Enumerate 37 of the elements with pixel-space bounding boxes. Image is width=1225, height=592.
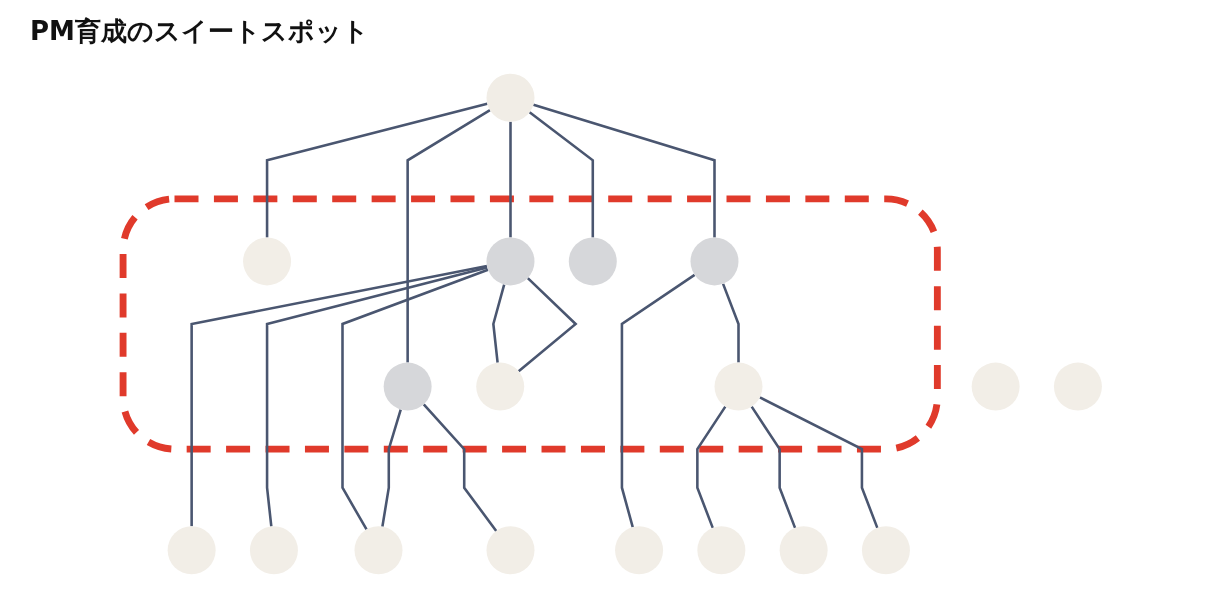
connector: [517, 277, 578, 373]
connector: [265, 102, 488, 238]
node-circle: [971, 362, 1020, 411]
node-circle: [354, 526, 403, 575]
node-circle: [779, 526, 828, 575]
connector: [406, 109, 491, 363]
node-circle: [568, 237, 617, 286]
connector: [341, 268, 489, 531]
connector: [265, 266, 488, 527]
connector: [422, 403, 498, 532]
connector: [533, 103, 716, 238]
node-circle: [486, 526, 535, 575]
connector: [721, 283, 740, 363]
node-circle: [690, 237, 739, 286]
node-circle: [249, 526, 298, 575]
node-circle: [697, 526, 746, 575]
node-circle: [243, 237, 292, 286]
cluster: [119, 195, 941, 453]
node-circle: [714, 362, 763, 411]
connector: [759, 396, 879, 529]
node-circle: [476, 362, 525, 411]
connector: [620, 273, 696, 528]
connector: [190, 264, 488, 527]
title: PM育成のスイートスポット: [30, 15, 369, 48]
node-circle: [383, 362, 432, 411]
node-circle: [486, 237, 535, 286]
connector: [509, 121, 512, 238]
connector: [492, 284, 506, 363]
connector: [381, 409, 402, 527]
connector: [750, 405, 797, 529]
node-circle: [861, 526, 910, 575]
node-circle: [167, 526, 216, 575]
connector: [696, 405, 727, 529]
node-circle: [1053, 362, 1102, 411]
node-circle: [486, 73, 535, 122]
connector: [528, 111, 595, 238]
node-circle: [615, 526, 664, 575]
